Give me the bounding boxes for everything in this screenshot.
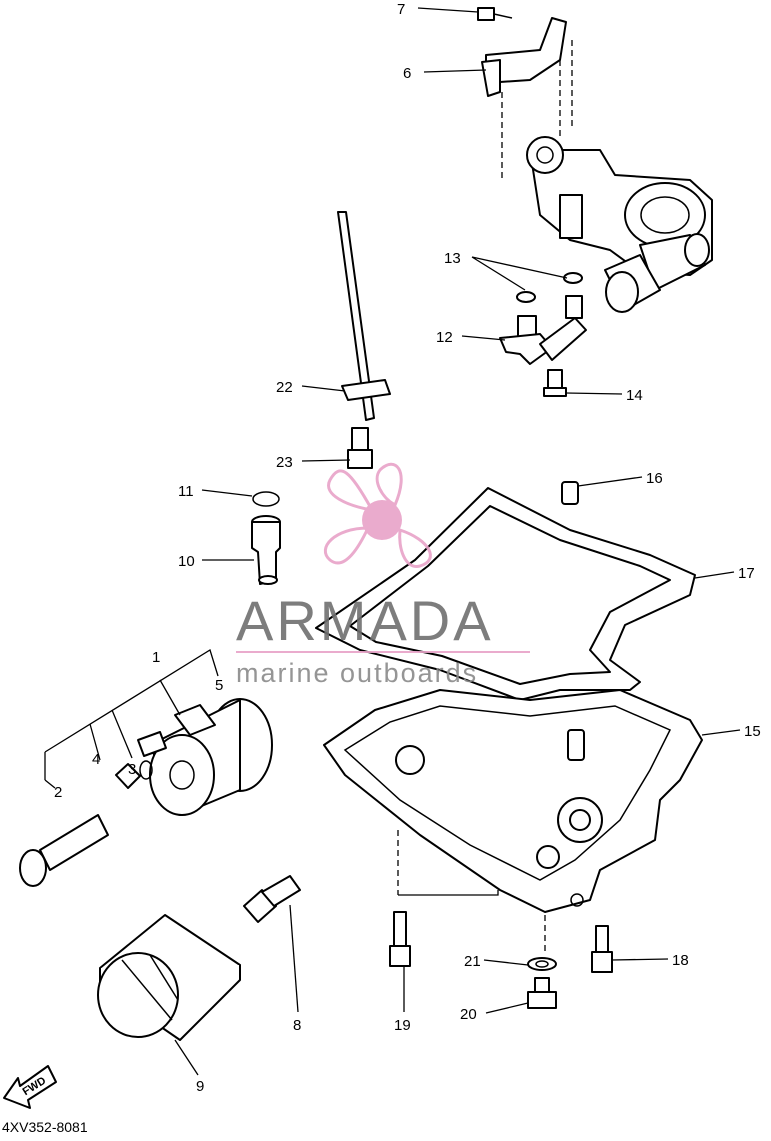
watermark: ARMADA marine outboards: [236, 462, 530, 688]
leader-lines: [44, 7, 741, 1076]
oil-pipe-group: [499, 272, 587, 397]
drain-bolts: [389, 830, 613, 1009]
watermark-brand: ARMADA: [236, 589, 494, 652]
propeller-icon: [323, 462, 432, 568]
oil-pump-assembly: [477, 7, 713, 313]
diagram-code: 4XV352-8081: [2, 1119, 88, 1135]
label-part-21: 21: [464, 953, 481, 970]
part-number-labels: 1 2 3 4 5 6 7 8 9 10 11 12 13 14 15 16 1…: [54, 1, 761, 1095]
watermark-tagline: marine outboards: [236, 658, 478, 688]
label-part-13: 13: [444, 250, 461, 267]
label-part-22: 22: [276, 379, 293, 396]
oil-pan: [323, 689, 703, 913]
label-part-8: 8: [293, 1017, 301, 1034]
label-part-14: 14: [626, 387, 643, 404]
oil-level-items: [251, 491, 281, 585]
label-part-15: 15: [744, 723, 761, 740]
label-part-23: 23: [276, 454, 293, 471]
label-part-20: 20: [460, 1006, 477, 1023]
oil-pan-gasket: [315, 481, 696, 701]
label-part-11: 11: [178, 483, 194, 500]
label-part-4: 4: [92, 751, 100, 768]
label-part-10: 10: [178, 553, 195, 570]
label-part-5: 5: [215, 677, 223, 694]
label-part-6: 6: [403, 65, 411, 82]
label-part-3: 3: [128, 761, 136, 778]
label-part-18: 18: [672, 952, 689, 969]
label-part-9: 9: [196, 1078, 204, 1095]
label-part-16: 16: [646, 470, 663, 487]
label-part-19: 19: [394, 1017, 411, 1034]
label-part-7: 7: [397, 1, 405, 18]
fwd-direction-marker: FWD: [3, 1065, 57, 1109]
label-part-12: 12: [436, 329, 453, 346]
strainer-pipe-group: [337, 211, 391, 469]
label-part-17: 17: [738, 565, 755, 582]
label-part-2: 2: [54, 784, 62, 801]
oil-filter-assembly: [19, 698, 301, 1041]
label-part-1: 1: [152, 649, 160, 666]
